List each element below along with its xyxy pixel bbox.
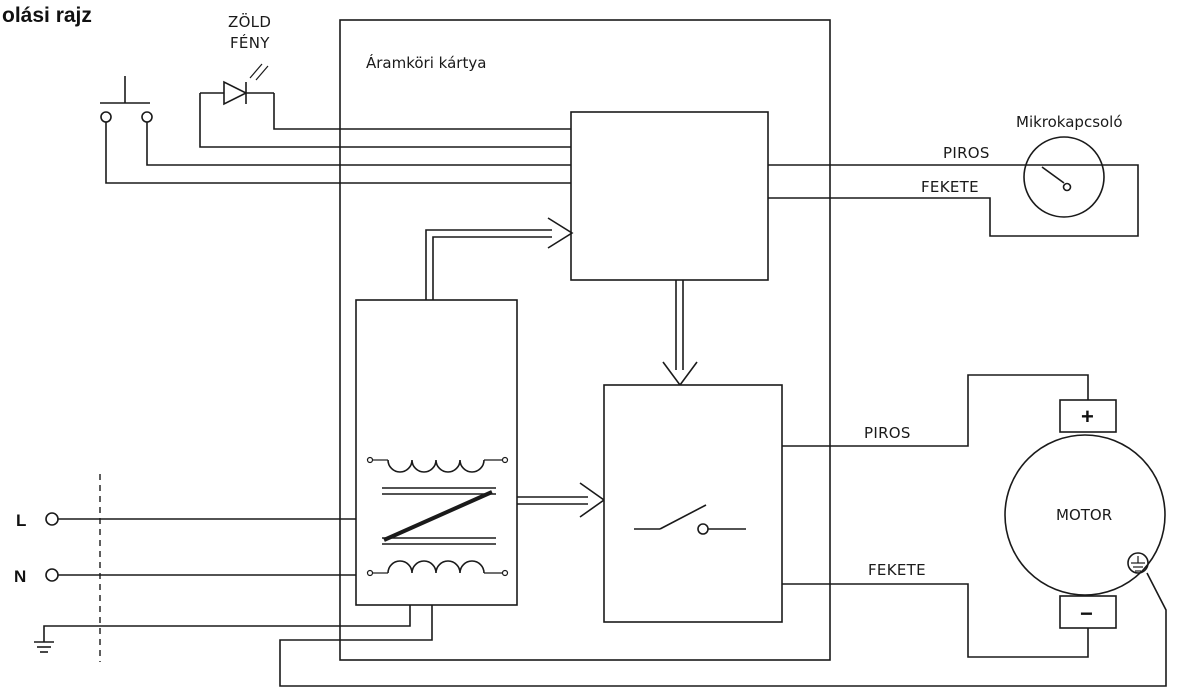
motor-red-label: PIROS	[864, 424, 911, 442]
green-light-label-line1: ZÖLD	[228, 12, 271, 31]
microswitch-black-label: FEKETE	[921, 178, 979, 196]
relay-module	[603, 384, 783, 623]
relay-switch-symbol	[634, 504, 746, 535]
microswitch-wires	[768, 164, 1139, 237]
transformer-symbol	[366, 456, 509, 577]
circuit-board-label: Áramköri kártya	[366, 53, 486, 72]
motor-minus-sign: −	[1080, 601, 1093, 626]
ground-symbol-icon	[1127, 552, 1149, 574]
motor-black-label: FEKETE	[868, 561, 926, 579]
terminal-l-label: L	[16, 511, 26, 530]
microswitch	[1023, 136, 1105, 218]
motor-label: MOTOR	[1056, 506, 1112, 524]
ground-return-wire	[279, 572, 1167, 687]
microswitch-label: Mikrokapcsoló	[1016, 113, 1123, 131]
terminal-n-label: N	[14, 567, 26, 586]
push-button	[100, 76, 153, 123]
terminal-n	[45, 568, 59, 582]
green-led	[200, 63, 274, 106]
earth-symbol-icon	[34, 605, 411, 653]
diagram-title: olási rajz	[2, 4, 92, 27]
motor-plus-sign: +	[1081, 404, 1094, 429]
input-wires	[105, 93, 571, 184]
microswitch-red-label: PIROS	[943, 144, 990, 162]
motor-red-wire	[782, 374, 1089, 447]
green-light-label-line2: FÉNY	[230, 33, 270, 52]
power-arrow-up	[425, 217, 574, 300]
motor-black-wire	[782, 583, 1089, 658]
motor	[1004, 399, 1166, 629]
transformer-module	[355, 299, 518, 606]
control-module	[570, 111, 769, 281]
terminal-l	[45, 512, 59, 526]
